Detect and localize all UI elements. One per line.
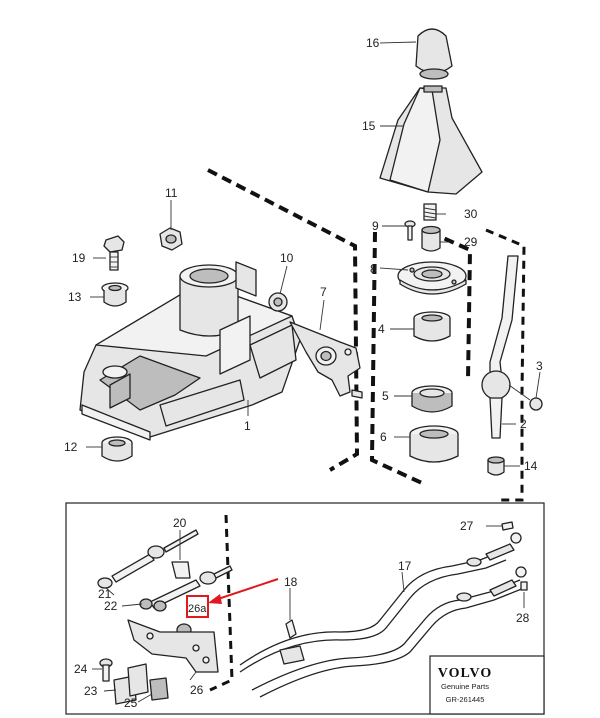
rubber-bushing-12 xyxy=(101,436,133,462)
sleeve-6 xyxy=(409,425,459,463)
callout-28: 28 xyxy=(516,611,530,625)
spring-assembly xyxy=(97,529,233,705)
callout-22: 22 xyxy=(104,599,118,613)
volvo-logo-block: VOLVO Genuine Parts GR-261445 xyxy=(438,666,493,704)
highlight-26a xyxy=(186,578,279,618)
nut-11 xyxy=(159,227,183,251)
upper-dashed-frame xyxy=(207,168,526,502)
clips-27-28 xyxy=(501,521,528,591)
gear-boot xyxy=(379,85,483,195)
bearing-5 xyxy=(411,385,453,413)
highlight-box xyxy=(186,595,209,618)
callout-26: 26 xyxy=(190,683,204,697)
callout-7: 7 xyxy=(320,285,327,299)
lower-callouts: 20 27 17 18 21 22 26a 28 24 23 26 25 xyxy=(74,516,530,710)
spring-30 xyxy=(423,203,437,221)
flange-plate-8 xyxy=(397,261,467,295)
callout-12: 12 xyxy=(64,440,78,454)
callout-25: 25 xyxy=(124,696,138,710)
screw-9 xyxy=(404,220,416,241)
diagram-reference: GR-261445 xyxy=(446,695,485,704)
highlight-arrow-head xyxy=(208,594,222,604)
brand-tagline: Genuine Parts xyxy=(441,682,489,691)
brand-logo: VOLVO xyxy=(438,666,493,681)
callout-9: 9 xyxy=(372,219,379,233)
callout-24: 24 xyxy=(74,662,88,676)
callout-5: 5 xyxy=(382,389,389,403)
callout-13: 13 xyxy=(68,290,82,304)
callout-2: 2 xyxy=(520,417,527,431)
sleeve-13 xyxy=(101,282,129,307)
callout-10: 10 xyxy=(280,251,294,265)
highlight-arrow-shaft xyxy=(211,578,279,602)
callout-21: 21 xyxy=(98,587,112,601)
ball-socket-29 xyxy=(421,225,441,252)
callout-18: 18 xyxy=(284,575,298,589)
selector-lever xyxy=(289,321,363,399)
callout-27: 27 xyxy=(460,519,474,533)
callout-17: 17 xyxy=(398,559,412,573)
upper-leaders xyxy=(86,41,541,467)
callout-3: 3 xyxy=(536,359,543,373)
callout-23: 23 xyxy=(84,684,98,698)
callout-29: 29 xyxy=(464,235,478,249)
bolt-19 xyxy=(103,235,125,271)
shift-cables xyxy=(239,532,527,698)
gear-lever-shaft xyxy=(481,255,531,439)
upper-callouts: 16 15 30 9 29 8 4 3 5 2 6 14 11 19 10 13… xyxy=(64,36,543,473)
callout-14: 14 xyxy=(524,459,538,473)
lower-inset xyxy=(65,502,545,715)
gear-knob xyxy=(415,28,453,80)
lower-leaders xyxy=(92,525,525,703)
callout-8: 8 xyxy=(370,262,377,276)
callout-16: 16 xyxy=(366,36,380,50)
callout-1: 1 xyxy=(244,419,251,433)
callout-4: 4 xyxy=(378,322,385,336)
callout-30: 30 xyxy=(464,207,478,221)
callout-15: 15 xyxy=(362,119,376,133)
callout-26a: 26a xyxy=(188,603,207,615)
bushing-10 xyxy=(268,292,288,312)
callout-11: 11 xyxy=(165,186,178,200)
bushing-14 xyxy=(487,456,505,476)
callout-20: 20 xyxy=(173,516,187,530)
gear-shift-housing xyxy=(79,261,301,441)
cap-3 xyxy=(529,397,543,411)
callout-6: 6 xyxy=(380,430,387,444)
callout-19: 19 xyxy=(72,251,86,265)
bushing-4 xyxy=(413,311,451,342)
